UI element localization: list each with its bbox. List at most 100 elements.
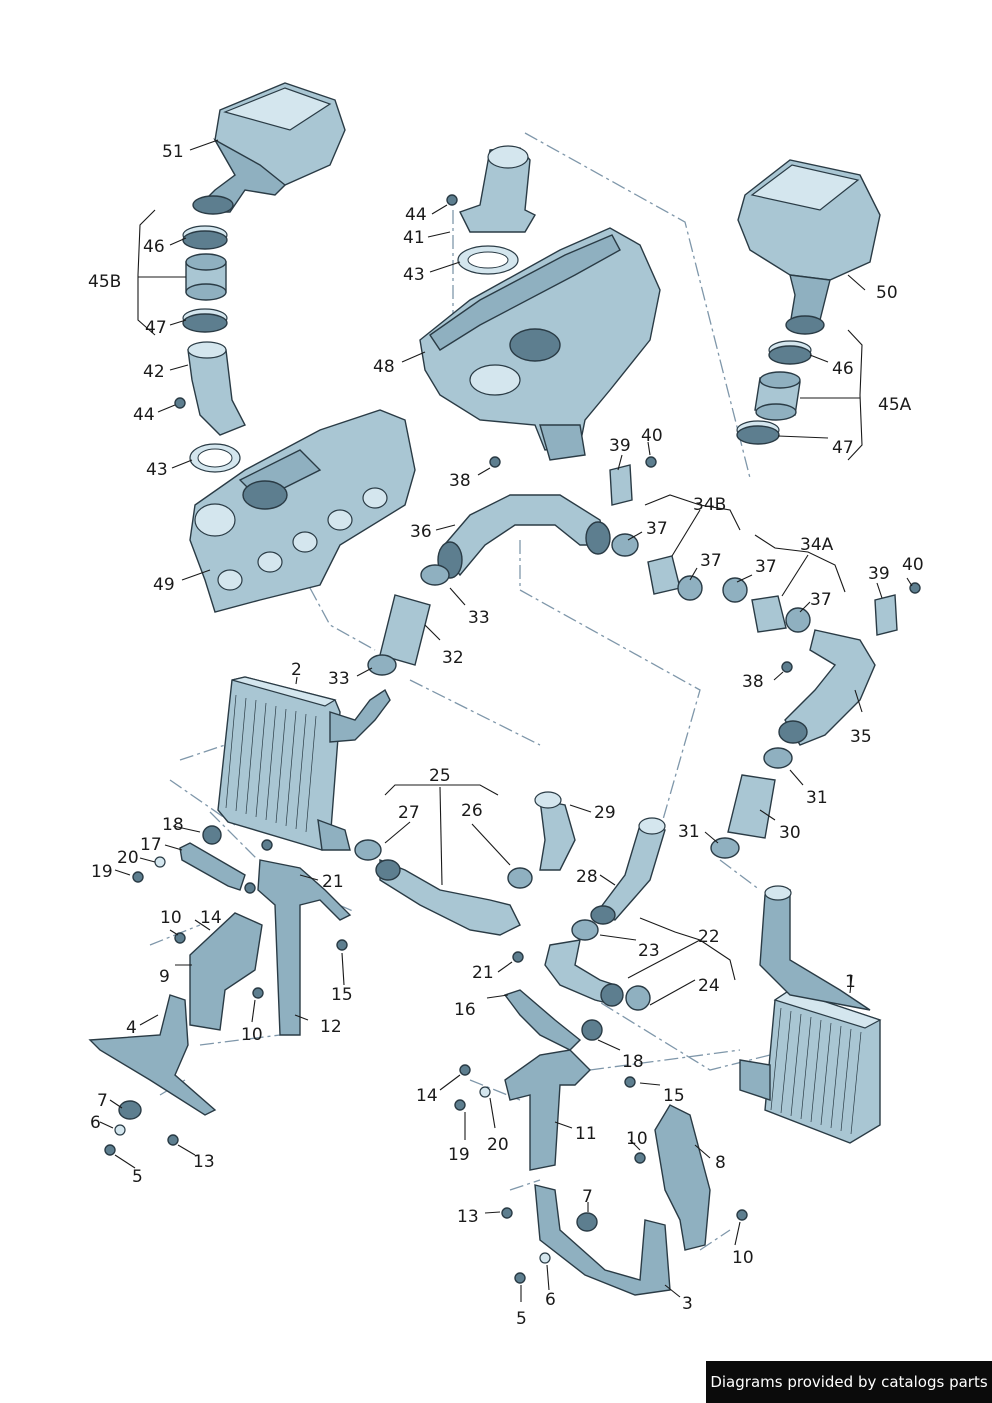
callout-11: 11	[575, 1124, 597, 1144]
callout-27: 27	[398, 803, 420, 823]
callout-15: 15	[331, 985, 353, 1005]
callout-41: 41	[403, 228, 425, 248]
callout-33: 33	[328, 669, 350, 689]
leader-lines	[99, 139, 913, 1302]
brackets-left	[88, 825, 352, 1120]
charge-pipe-35	[778, 629, 876, 746]
callout-22: 22	[698, 927, 720, 947]
callout-18: 18	[162, 815, 184, 835]
callout-37: 37	[700, 551, 722, 571]
hoses-25-29	[354, 791, 576, 936]
callout-15: 15	[663, 1086, 685, 1106]
callout-44: 44	[133, 405, 155, 425]
callout-19: 19	[448, 1145, 470, 1165]
callout-23: 23	[638, 941, 660, 961]
callout-24: 24	[698, 976, 720, 996]
callout-6: 6	[90, 1113, 101, 1133]
turbo-manifold-left	[189, 409, 416, 613]
callout-8: 8	[715, 1153, 726, 1173]
callout-34a: 34A	[800, 535, 834, 555]
callout-44: 44	[405, 205, 427, 225]
callout-7: 7	[97, 1091, 108, 1111]
credit-banner: Diagrams provided by catalogs parts	[706, 1361, 992, 1403]
callout-labels: 51 46 45B 47 42 44 43 49 44 41 43 48 50 …	[88, 142, 924, 1329]
callout-38: 38	[742, 672, 764, 692]
callout-25: 25	[429, 766, 451, 786]
charge-pipe-23	[544, 919, 651, 1011]
callout-31: 31	[806, 788, 828, 808]
intake-hose-stack-right	[736, 340, 812, 445]
callout-43: 43	[146, 460, 168, 480]
callout-32: 32	[442, 648, 464, 668]
callout-31: 31	[678, 822, 700, 842]
charge-pipe-36	[437, 494, 611, 579]
callout-10: 10	[626, 1129, 648, 1149]
callout-39: 39	[609, 436, 631, 456]
callout-47: 47	[832, 438, 854, 458]
callout-3: 3	[682, 1294, 693, 1314]
callout-28: 28	[576, 867, 598, 887]
callout-36: 36	[410, 522, 432, 542]
callout-51: 51	[162, 142, 184, 162]
callout-48: 48	[373, 357, 395, 377]
callout-16: 16	[454, 1000, 476, 1020]
callout-2: 2	[291, 660, 302, 680]
callout-20: 20	[487, 1135, 509, 1155]
clamps-and-sleeves-upper-right	[609, 464, 898, 636]
intercooler-right	[739, 885, 882, 1144]
callout-33: 33	[468, 608, 490, 628]
callout-9: 9	[159, 967, 170, 987]
callout-26: 26	[461, 801, 483, 821]
air-filter-housing-right	[737, 159, 881, 335]
callout-38: 38	[449, 471, 471, 491]
callout-45b: 45B	[88, 272, 121, 292]
callout-50: 50	[876, 283, 898, 303]
callout-17: 17	[140, 835, 162, 855]
callout-10: 10	[241, 1025, 263, 1045]
callout-14: 14	[200, 908, 222, 928]
callout-7: 7	[582, 1187, 593, 1207]
callout-45a: 45A	[878, 395, 912, 415]
callout-5: 5	[516, 1309, 527, 1329]
callout-40: 40	[641, 426, 663, 446]
callout-43: 43	[403, 265, 425, 285]
callout-39: 39	[868, 564, 890, 584]
callout-21: 21	[472, 963, 494, 983]
callout-40: 40	[902, 555, 924, 575]
callout-13: 13	[193, 1152, 215, 1172]
air-filter-housing-left	[192, 82, 346, 215]
callout-42: 42	[143, 362, 165, 382]
callout-12: 12	[320, 1017, 342, 1037]
callout-13: 13	[457, 1207, 479, 1227]
gasket-left	[189, 443, 241, 473]
callout-1: 1	[845, 972, 856, 992]
brackets-right	[503, 989, 711, 1296]
callout-20: 20	[117, 848, 139, 868]
intake-hose-stack-left	[182, 225, 246, 436]
callout-30: 30	[779, 823, 801, 843]
callout-37: 37	[646, 519, 668, 539]
intercooler-left	[217, 676, 391, 851]
callout-6: 6	[545, 1290, 556, 1310]
callout-47: 47	[145, 318, 167, 338]
hoses-32-30	[367, 564, 793, 859]
callout-49: 49	[153, 575, 175, 595]
callout-37: 37	[755, 557, 777, 577]
callout-14: 14	[416, 1086, 438, 1106]
callout-46: 46	[143, 237, 165, 257]
callout-34b: 34B	[693, 495, 726, 515]
callout-29: 29	[594, 803, 616, 823]
callout-10: 10	[732, 1248, 754, 1268]
charge-pipe-28	[590, 817, 666, 925]
callout-19: 19	[91, 862, 113, 882]
turbo-manifold-right	[419, 145, 661, 461]
bolts	[104, 194, 921, 1284]
callout-5: 5	[132, 1167, 143, 1187]
callout-10: 10	[160, 908, 182, 928]
callout-4: 4	[126, 1018, 137, 1038]
callout-18: 18	[622, 1052, 644, 1072]
callout-21: 21	[322, 872, 344, 892]
callout-46: 46	[832, 359, 854, 379]
callout-35: 35	[850, 727, 872, 747]
